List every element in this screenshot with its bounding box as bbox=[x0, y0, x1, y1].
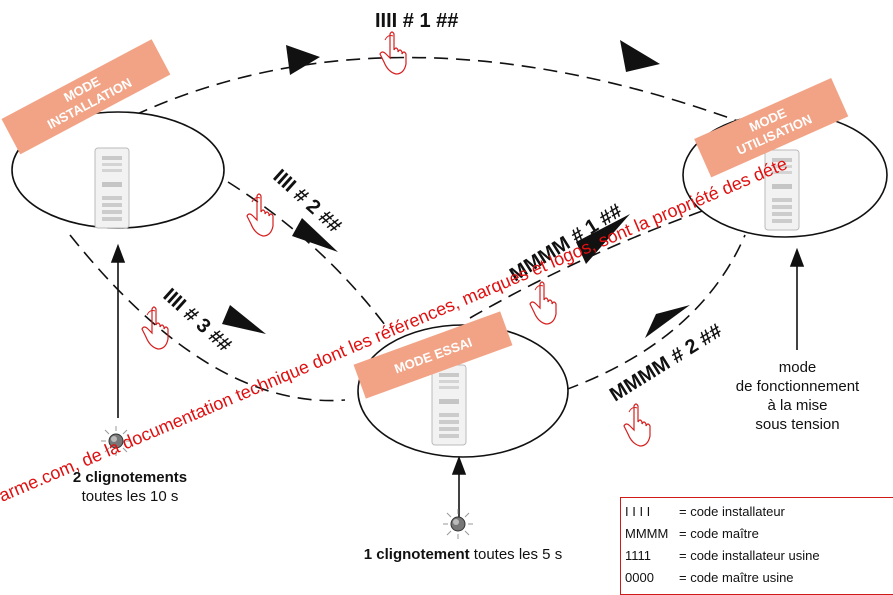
path-install-to-essai-lower bbox=[69, 234, 346, 402]
keypad-installation bbox=[94, 147, 130, 229]
legend-code: I I I I bbox=[625, 504, 651, 519]
hand-icon-util-essai bbox=[623, 403, 651, 447]
path-util-to-essai bbox=[564, 234, 746, 391]
installation-blink-bold: 2 clignotements bbox=[72, 469, 188, 486]
arrowhead-top-left bbox=[286, 45, 320, 75]
hand-icon-install-essai bbox=[246, 193, 274, 237]
legend-code: MMMM bbox=[625, 526, 669, 541]
hand-icon-install-essai-lower bbox=[141, 306, 169, 350]
essai-blink-rest: toutes les 5 s bbox=[469, 546, 563, 563]
legend-desc: = code maître usine bbox=[679, 570, 794, 585]
code-install-to-util: IIII # 1 ## bbox=[375, 10, 458, 32]
path-install-to-essai-upper bbox=[227, 181, 386, 326]
arrow-essai-up-head bbox=[451, 455, 467, 475]
led-icon-essai bbox=[442, 508, 474, 540]
code-util-to-essai: MMMM # 2 ## bbox=[606, 320, 726, 406]
legend-desc: = code maître bbox=[679, 526, 759, 541]
essai-blink-bold: 1 clignotement bbox=[363, 546, 470, 563]
arrow-utilisation-up-head bbox=[789, 247, 805, 267]
legend-row: 0000 = code maître usine bbox=[625, 570, 794, 585]
hand-icon-top bbox=[379, 31, 407, 75]
code-legend: I I I I = code installateur MMMM = code ma… bbox=[620, 497, 893, 595]
installation-blink-rest: toutes les 10 s bbox=[81, 488, 179, 505]
power-on-note: mode de fonctionnement à la mise sous te… bbox=[730, 358, 865, 434]
legend-row: MMMM = code maître bbox=[625, 526, 759, 541]
hand-icon-essai-util bbox=[529, 281, 557, 325]
legend-code: 0000 bbox=[625, 570, 654, 585]
legend-desc: = code installateur usine bbox=[679, 548, 820, 563]
legend-row: I I I I = code installateur bbox=[625, 504, 785, 519]
arrowhead-essai-util bbox=[576, 214, 630, 264]
path-essai-to-util bbox=[469, 209, 706, 319]
legend-code: 1111 bbox=[625, 548, 652, 563]
arrow-installation-up-head bbox=[110, 243, 126, 263]
power-on-line-3: à la mise bbox=[767, 397, 828, 414]
keypad-essai bbox=[431, 364, 467, 446]
arrowhead-util-essai bbox=[645, 305, 690, 338]
power-on-line-4: sous tension bbox=[755, 416, 840, 433]
arrowhead-install-essai bbox=[292, 218, 338, 252]
legend-row: 1111 = code installateur usine bbox=[625, 548, 820, 563]
essai-blink-note: 1 clignotement toutes les 5 s bbox=[318, 545, 608, 564]
installation-blink-note: 2 clignotements toutes les 10 s bbox=[55, 468, 205, 506]
arrowhead-top-right bbox=[620, 40, 660, 72]
power-on-line-1: mode bbox=[778, 359, 817, 376]
arrowhead-install-essai-lower bbox=[222, 305, 266, 334]
legend-desc: = code installateur bbox=[679, 504, 785, 519]
path-install-to-util bbox=[94, 56, 776, 136]
power-on-line-2: de fonctionnement bbox=[735, 378, 860, 395]
